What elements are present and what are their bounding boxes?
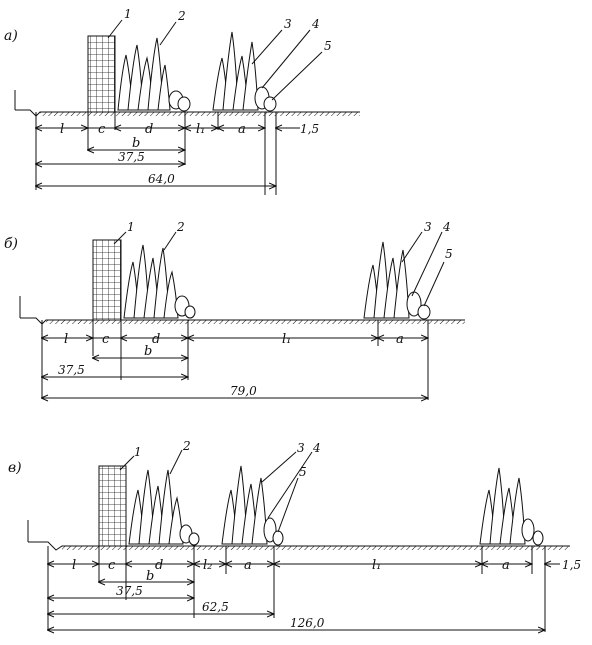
svg-text:62,5: 62,5 bbox=[202, 600, 229, 614]
svg-text:4: 4 bbox=[442, 220, 451, 234]
svg-text:d: d bbox=[155, 558, 163, 573]
svg-text:a: a bbox=[238, 122, 246, 137]
svg-text:5: 5 bbox=[445, 247, 453, 261]
svg-text:5: 5 bbox=[324, 39, 332, 53]
svg-text:1: 1 bbox=[134, 445, 142, 459]
svg-text:l: l bbox=[60, 122, 64, 137]
svg-text:1,5: 1,5 bbox=[300, 122, 319, 136]
tree-belt-1 bbox=[117, 37, 191, 112]
dimension-segments: l c d l₁ a bbox=[42, 320, 428, 400]
svg-text:1: 1 bbox=[127, 220, 135, 234]
svg-text:4: 4 bbox=[312, 441, 321, 455]
svg-text:3: 3 bbox=[424, 220, 432, 234]
callouts: 1 2 3 4 5 bbox=[113, 220, 453, 307]
dimension-segments: l c d l₁ a 1,5 bbox=[36, 112, 319, 195]
svg-text:c: c bbox=[98, 122, 106, 137]
panel-a: a) 1 2 bbox=[4, 7, 360, 195]
svg-text:d: d bbox=[145, 122, 153, 137]
svg-text:a: a bbox=[396, 332, 404, 347]
tree-belt-1 bbox=[123, 244, 196, 319]
tree-belt-2 bbox=[212, 31, 277, 112]
svg-text:4: 4 bbox=[311, 17, 320, 31]
svg-text:3: 3 bbox=[297, 441, 305, 455]
svg-text:l: l bbox=[72, 558, 76, 573]
svg-text:b: b bbox=[132, 136, 140, 151]
svg-text:c: c bbox=[102, 332, 110, 347]
svg-text:126,0: 126,0 bbox=[290, 616, 325, 630]
dimension-totals: b 37,5 79,0 bbox=[42, 344, 428, 398]
svg-text:2: 2 bbox=[182, 439, 191, 453]
svg-text:c: c bbox=[108, 558, 116, 573]
building-grid bbox=[92, 239, 122, 321]
svg-text:d: d bbox=[152, 332, 160, 347]
tree-belt-2 bbox=[363, 241, 431, 320]
dimension-totals: b 37,5 64,0 bbox=[36, 136, 276, 186]
svg-text:79,0: 79,0 bbox=[230, 384, 257, 398]
tree-belt-2 bbox=[221, 465, 284, 546]
svg-text:1,5: 1,5 bbox=[562, 558, 581, 572]
callouts: 1 2 3 4 5 bbox=[119, 439, 321, 533]
svg-text:l₁: l₁ bbox=[196, 122, 205, 137]
svg-text:a: a bbox=[502, 558, 510, 573]
svg-text:37,5: 37,5 bbox=[116, 584, 143, 598]
panel-label: в) bbox=[8, 460, 22, 476]
panel-label: a) bbox=[4, 28, 18, 44]
svg-text:b: b bbox=[146, 569, 154, 584]
tree-belt-1 bbox=[128, 469, 200, 546]
building-grid bbox=[98, 465, 127, 547]
svg-text:37,5: 37,5 bbox=[118, 150, 145, 164]
tree-belt-3 bbox=[479, 467, 544, 546]
svg-text:l₁: l₁ bbox=[372, 558, 381, 573]
svg-text:b: b bbox=[144, 344, 152, 359]
svg-text:a: a bbox=[244, 558, 252, 573]
dimension-segments: l c d l₂ a l₁ a 1,5 bbox=[48, 546, 581, 632]
svg-text:l₁: l₁ bbox=[282, 332, 291, 347]
svg-text:37,5: 37,5 bbox=[58, 363, 85, 377]
svg-text:1: 1 bbox=[124, 7, 132, 21]
svg-text:2: 2 bbox=[176, 220, 185, 234]
callouts: 1 2 3 4 5 bbox=[107, 7, 332, 101]
svg-text:l₂: l₂ bbox=[203, 558, 212, 573]
svg-text:3: 3 bbox=[284, 17, 292, 31]
svg-text:64,0: 64,0 bbox=[148, 172, 175, 186]
svg-text:2: 2 bbox=[177, 9, 186, 23]
panel-label: б) bbox=[4, 236, 18, 252]
svg-text:5: 5 bbox=[299, 465, 307, 479]
dimension-totals: b 37,5 62,5 126,0 bbox=[48, 569, 545, 630]
panel-b: б) 1 2 3 4 bbox=[4, 220, 465, 400]
building-grid bbox=[87, 35, 116, 113]
svg-text:l: l bbox=[64, 332, 68, 347]
panel-c: в) 1 bbox=[8, 439, 581, 632]
